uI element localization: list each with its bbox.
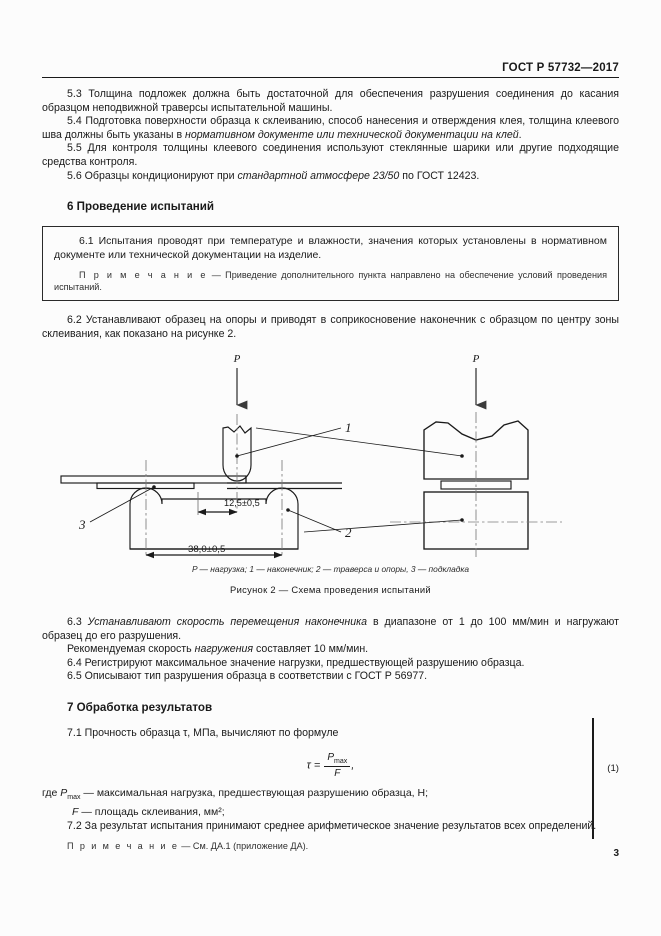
figure-2-drawing: P [60,353,562,559]
clause-6-3-text: в диапазоне от 1 до 100 мм/мин и нагружа… [42,616,619,642]
formula-1-row: τ = Pmax F , (1) [42,752,619,786]
clause-5-3: 5.3 Толщина подложек должна быть достато… [42,88,619,114]
figure-caption: Рисунок 2 — Схема проведения испытаний [230,584,431,595]
revision-change-bar [592,718,595,839]
recommend-text-a: Рекомендуемая скорость [67,643,195,656]
clause-6-5: 6.5 Описывают тип разрушения образца в с… [67,670,428,683]
section7-note-body: — См. ДА.1 (приложение ДА). [178,841,309,852]
figure-callout-1: 1 [345,420,352,435]
formula-numerator-symbol: P [327,751,335,763]
where-pmax-symbol: P [60,786,68,799]
formula-equals: = [313,758,321,771]
figure-callout-3: 3 [78,517,86,532]
document-content-lower: 6.3 Устанавливают скорость перемещения н… [42,616,619,852]
note-dash: — [207,269,226,280]
recommend-emphasis: нагружения [194,643,254,656]
clause-5-6-text-a: 5.6 Образцы кондиционируют при [67,169,238,182]
figure-dimension-width: 38,0±0,5 [188,544,225,555]
clause-7-1: 7.1 Прочность образца τ, МПа, вычисляют … [67,726,339,739]
where-pmax-definition: — максимальная нагрузка, предшествующая … [80,786,428,799]
clause-5-6-emphasis: стандартной атмосфере 23/50 [237,169,400,182]
figure-2: P [42,352,619,607]
clause-5-4: 5.4 Подготовка поверхности образца к скл… [42,115,619,142]
where-prefix: где [42,786,61,799]
clause-5-4-text-a: 5.4 Подготовка поверхности образца к скл… [42,115,619,141]
figure-legend: P — нагрузка; 1 — наконечник; 2 — травер… [191,564,470,574]
heading-section-7: 7 Обработка результатов [67,700,213,714]
formula-1: τ = Pmax F , [42,752,619,779]
clause-7-2: 7.2 За результат испытания принимают сре… [67,819,597,832]
clause-6-4: 6.4 Регистрируют максимальное значение н… [67,656,525,669]
page-header: ГОСТ Р 57732—2017 [42,62,619,78]
where-f-symbol: F [72,805,79,818]
formula-where-f: F — площадь склеивания, мм²; [42,805,619,819]
formula-fraction: Pmax F [324,751,351,779]
clause-5-6: 5.6 Образцы кондиционируют при стандартн… [42,170,619,184]
standard-number: ГОСТ Р 57732—2017 [502,62,619,74]
page-number: 3 [613,848,619,859]
formula-denominator: F [334,767,341,779]
section7-note-label: П р и м е ч а н и е [67,841,179,852]
formula-numerator: Pmax [324,751,351,767]
where-pmax-subscript: max [67,793,81,801]
header-rule [42,77,619,78]
formula-tau: τ [306,758,311,771]
formula-numerator-subscript: max [334,757,348,765]
document-content: 5.3 Толщина подложек должна быть достато… [42,88,619,342]
formula-number: (1) [607,762,619,774]
clause-6-3: 6.3 Устанавливают скорость перемещения н… [42,616,619,643]
clause-7-note: П р и м е ч а н и е — См. ДА.1 (приложен… [42,840,619,852]
clause-5-6-text-b: по ГОСТ 12423. [399,169,480,182]
figure-callout-2: 2 [345,525,352,540]
figure-dimension-span: 12,5±0,5 [224,498,260,508]
clause-6-3-recommend: Рекомендуемая скорость нагружения состав… [42,643,619,657]
svg-text:P: P [233,353,241,365]
where-f-definition: — площадь склеивания, мм²; [78,805,225,818]
clause-5-4-emphasis: нормативном документе или технической до… [185,128,519,141]
heading-section-6: 6 Проведение испытаний [67,200,215,214]
recommend-text-b: составляет 10 мм/мин. [253,643,369,656]
clause-5-4-text-b: . [518,128,522,141]
clause-6-3-emphasis: Устанавливают скорость перемещения након… [87,616,368,628]
formula-comma: , [351,758,355,771]
note-body: Приведение дополнительного пункта направ… [54,269,607,293]
clause-5-5: 5.5 Для контроля толщины клеевого соедин… [42,142,619,168]
svg-text:P: P [472,353,480,365]
clause-6-3-num: 6.3 [67,616,88,628]
note-label: П р и м е ч а н и е [79,269,208,280]
clause-6-1-box: 6.1 Испытания проводят при температуре и… [42,226,619,302]
clause-6-1-note: П р и м е ч а н и е — Приведение дополни… [54,269,607,293]
clause-6-2: 6.2 Устанавливают образец на опоры и при… [42,314,619,340]
formula-where-pmax: где Pmax — максимальная нагрузка, предше… [42,786,619,805]
clause-6-1: 6.1 Испытания проводят при температуре и… [54,235,607,261]
